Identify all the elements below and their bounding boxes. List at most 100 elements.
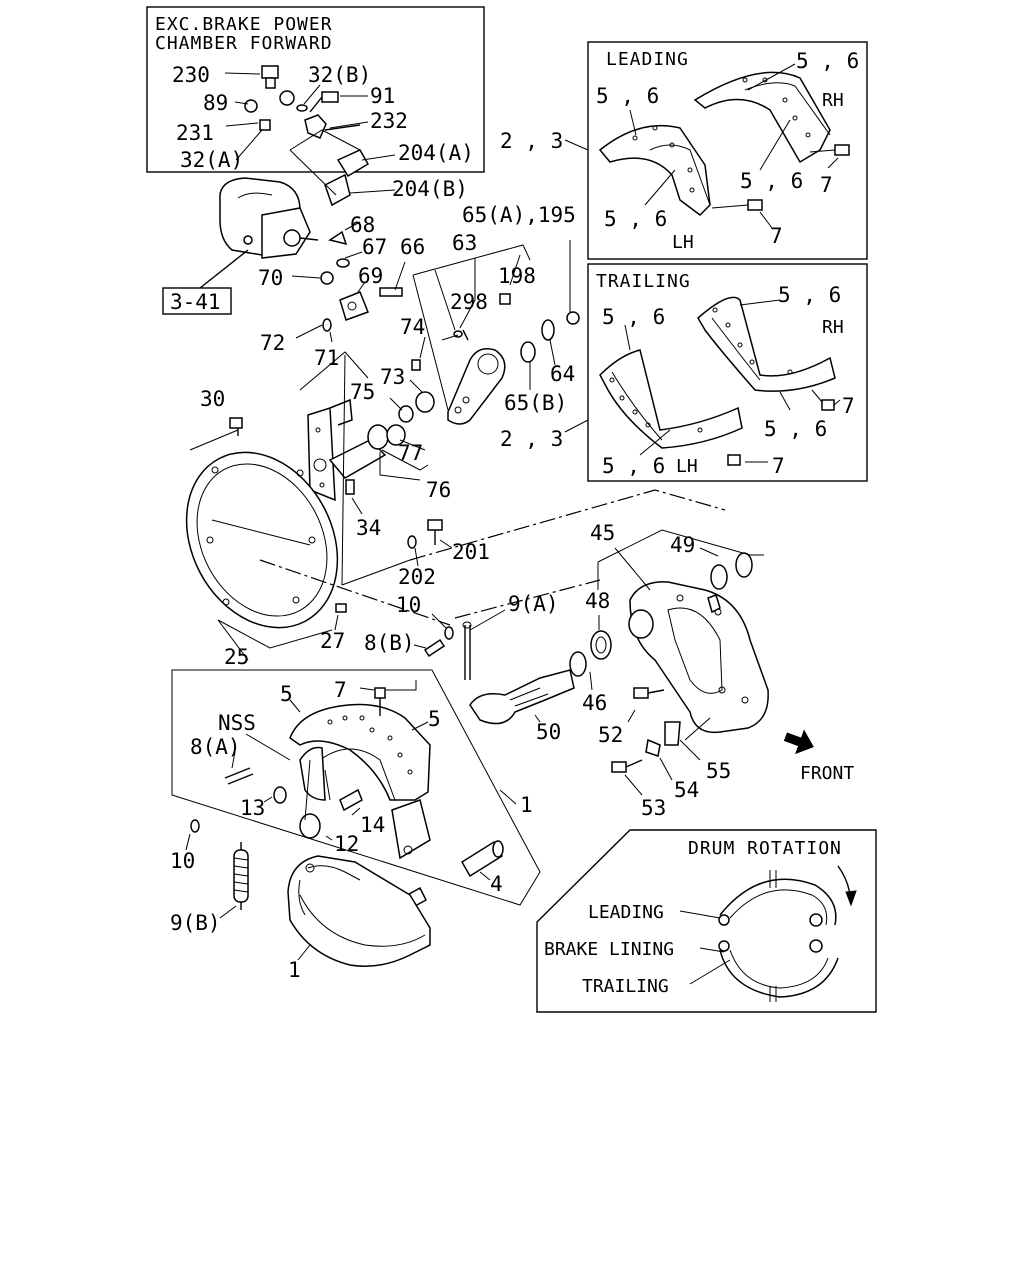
- callout-63: 63: [452, 231, 477, 255]
- drum-leading-label: LEADING: [588, 902, 664, 923]
- callout-7-shoe: 7: [334, 678, 347, 702]
- front-label: FRONT: [800, 763, 854, 784]
- leading-lh-label: LH: [672, 232, 694, 253]
- callout-65a-195: 65(A),195: [462, 203, 576, 227]
- callout-10-upper: 10: [396, 593, 421, 617]
- bolts-201-202: [407, 519, 453, 567]
- callout-298: 298: [450, 290, 488, 314]
- callout-9b: 9(B): [170, 911, 221, 935]
- callout-14: 14: [360, 813, 385, 837]
- camshaft-bracket: [229, 351, 429, 586]
- callout-71: 71: [314, 346, 339, 370]
- front-arrow-icon: [783, 729, 814, 755]
- callout-27: 27: [320, 629, 345, 653]
- leading-rh-label: RH: [822, 90, 844, 111]
- leading-callout-7-bottom: 7: [770, 224, 783, 248]
- callout-4: 4: [490, 872, 503, 896]
- callout-5-upper-left: 5: [280, 682, 293, 706]
- callout-75: 75: [350, 380, 375, 404]
- leading-title: LEADING: [606, 49, 689, 70]
- callout-70: 70: [258, 266, 283, 290]
- callout-9a: 9(A): [508, 592, 559, 616]
- lower-brake-shoe: [287, 855, 431, 967]
- reference-3-41: 3-41: [170, 290, 221, 314]
- trailing-callout-7-right: 7: [842, 394, 855, 418]
- front-arrow-group: FRONT: [783, 729, 854, 784]
- rotation-arrow-icon: [845, 890, 857, 907]
- callout-53: 53: [641, 796, 666, 820]
- callout-91: 91: [370, 84, 395, 108]
- callout-45: 45: [590, 521, 615, 545]
- callout-8b: 8(B): [364, 631, 415, 655]
- callout-12: 12: [334, 832, 359, 856]
- reference-box: 3-41: [162, 287, 232, 315]
- leading-callout-56-bottom-left: 5 , 6: [604, 207, 667, 231]
- trailing-callout-7-bottom: 7: [772, 454, 785, 478]
- callout-1-lower: 1: [288, 958, 301, 982]
- callout-231: 231: [176, 121, 214, 145]
- leading-callout-56-top-right: 5 , 6: [796, 49, 859, 73]
- drum-rotation-box: DRUM ROTATION LEADING BRAKE LINING TRAIL…: [536, 829, 877, 1013]
- callout-10-lower: 10: [170, 849, 195, 873]
- upper-brake-shoe: [190, 680, 431, 860]
- callout-8a: 8(A): [190, 735, 241, 759]
- trailing-callout-56-mid-right: 5 , 6: [764, 417, 827, 441]
- brake-chamber: [199, 177, 319, 289]
- callout-204a: 204(A): [398, 141, 474, 165]
- leading-lining-box: LEADING RH LH 5 , 6 5 , 6 5 , 6 5 , 6 7 …: [587, 41, 868, 260]
- inset-title-line2: CHAMBER FORWARD: [155, 33, 333, 54]
- callout-204b: 204(B): [392, 177, 468, 201]
- callout-nss: NSS: [218, 711, 256, 735]
- callout-202: 202: [398, 565, 436, 589]
- return-spring: [219, 842, 249, 919]
- callout-77: 77: [398, 441, 423, 465]
- callout-54: 54: [674, 778, 699, 802]
- leading-callout-56-top-left: 5 , 6: [596, 84, 659, 108]
- callout-69: 69: [358, 264, 383, 288]
- dust-shield: [185, 429, 347, 661]
- anchor-pin-parts: [413, 609, 506, 680]
- callout-25: 25: [224, 645, 249, 669]
- callout-232: 232: [370, 109, 408, 133]
- inset-fittings: [244, 65, 370, 207]
- callout-55: 55: [706, 759, 731, 783]
- callout-50: 50: [536, 720, 561, 744]
- slack-adjuster: [389, 240, 580, 425]
- callout-65b: 65(B): [504, 391, 567, 415]
- trailing-lining-box: TRAILING RH LH 5 , 6 5 , 6 5 , 6 5 , 6 7…: [587, 263, 868, 482]
- callout-230: 230: [172, 63, 210, 87]
- camshaft: [469, 615, 612, 725]
- callout-13: 13: [240, 796, 265, 820]
- callout-49: 49: [670, 533, 695, 557]
- callout-1-upper: 1: [520, 793, 533, 817]
- callout-34: 34: [356, 516, 381, 540]
- drum-rotation-title: DRUM ROTATION: [688, 838, 842, 859]
- drum-trailing-label: TRAILING: [582, 976, 669, 997]
- callout-74: 74: [400, 315, 425, 339]
- callout-32b: 32(B): [308, 63, 371, 87]
- callout-5-upper-right: 5: [428, 707, 441, 731]
- callout-2-3-lower: 2 , 3: [500, 427, 563, 451]
- callout-72: 72: [260, 331, 285, 355]
- callout-89: 89: [203, 91, 228, 115]
- callout-198: 198: [498, 264, 536, 288]
- trailing-callout-56-top-right: 5 , 6: [778, 283, 841, 307]
- trailing-lh-label: LH: [676, 456, 698, 477]
- leading-callout-56-mid-right: 5 , 6: [740, 169, 803, 193]
- brake-shoe-assembly-frame: [171, 669, 541, 906]
- leading-callout-7-right: 7: [820, 173, 833, 197]
- brake-spider: [597, 529, 769, 796]
- callout-76: 76: [426, 478, 451, 502]
- callout-2-3-upper: 2 , 3: [500, 129, 563, 153]
- inset-title-line1: EXC.BRAKE POWER: [155, 14, 333, 35]
- callout-64: 64: [550, 362, 575, 386]
- trailing-callout-56-bottom-left: 5 , 6: [602, 454, 665, 478]
- drum-brake-lining-label: BRAKE LINING: [544, 939, 674, 960]
- callout-46: 46: [582, 691, 607, 715]
- callout-201: 201: [452, 540, 490, 564]
- callout-67: 67: [362, 235, 387, 259]
- callout-73: 73: [380, 365, 405, 389]
- callout-30: 30: [200, 387, 225, 411]
- callout-32a: 32(A): [180, 148, 243, 172]
